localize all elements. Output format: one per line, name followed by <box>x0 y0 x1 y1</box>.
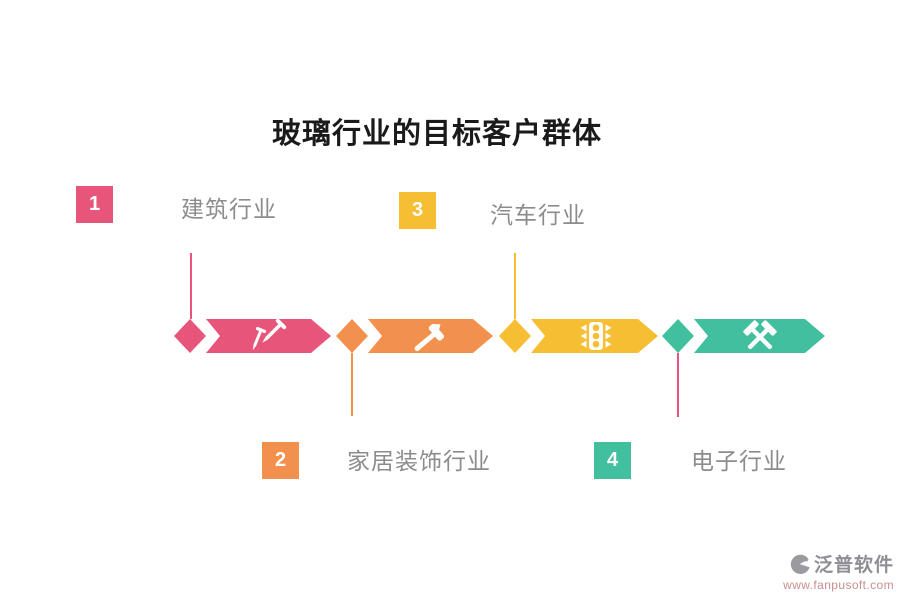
connector-line-3 <box>514 253 516 319</box>
step-badge-1: 1 <box>76 186 113 223</box>
connector-line-4 <box>677 353 679 417</box>
watermark: 泛普软件 www.fanpusoft.com <box>758 550 894 592</box>
crossed-hammers-icon <box>743 320 777 350</box>
step-badge-4: 4 <box>594 442 631 479</box>
diamond-1 <box>174 319 206 353</box>
step-label-construction: 建筑行业 <box>181 196 277 222</box>
hammer-icon <box>414 324 445 352</box>
fanpu-logo-icon <box>790 554 810 574</box>
step-label-home-decor: 家居装饰行业 <box>347 448 491 474</box>
nails-icon <box>252 318 287 351</box>
diamond-4 <box>662 319 694 353</box>
watermark-url: www.fanpusoft.com <box>783 578 894 592</box>
connector-line-2 <box>351 353 353 416</box>
connector-line-1 <box>190 253 192 319</box>
diamond-2 <box>336 319 368 353</box>
diamond-3 <box>499 319 531 353</box>
step-badge-3: 3 <box>399 192 436 229</box>
step-badge-2: 2 <box>262 442 299 479</box>
step-label-electronics: 电子行业 <box>691 448 787 474</box>
step-label-automotive: 汽车行业 <box>490 202 586 228</box>
traffic-light-icon <box>580 322 612 350</box>
watermark-brand: 泛普软件 <box>813 555 894 576</box>
page-title: 玻璃行业的目标客户群体 <box>271 118 602 150</box>
